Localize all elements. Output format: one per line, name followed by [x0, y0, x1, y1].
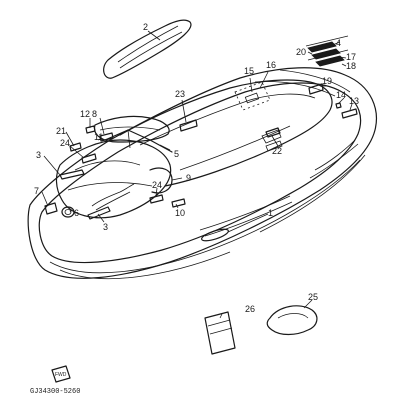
- callout-16: 16: [266, 60, 276, 70]
- hull-outline: [27, 67, 377, 280]
- callout-7: 7: [34, 186, 39, 196]
- callout-5: 5: [174, 149, 179, 159]
- callout-15: 15: [244, 66, 254, 76]
- callout-26: 26: [245, 304, 255, 314]
- callout-20: 20: [296, 47, 306, 57]
- callout-12: 12: [80, 109, 90, 119]
- callout-17: 17: [346, 52, 356, 62]
- fwd-label: FWD: [55, 372, 67, 378]
- callout-10: 10: [175, 208, 185, 218]
- part-26-panel: [204, 311, 236, 355]
- callout-11: 11: [94, 132, 103, 142]
- callout-14: 14: [336, 90, 346, 100]
- callout-1: 1: [268, 208, 273, 218]
- part-25-pad: [266, 305, 318, 336]
- callout-23: 23: [175, 89, 185, 99]
- callout-4: 4: [336, 38, 341, 48]
- callout-3-upper: 3: [36, 150, 41, 160]
- callout-3-lower: 3: [103, 222, 108, 232]
- hood-assembly: [44, 115, 173, 220]
- callout-24-lower: 24: [152, 180, 162, 190]
- callout-21: 21: [56, 126, 66, 136]
- callout-13: 13: [349, 96, 359, 106]
- callout-6: 6: [74, 208, 79, 218]
- callout-22: 22: [272, 146, 282, 156]
- decal-pieces: [69, 19, 358, 208]
- callout-18: 18: [346, 61, 356, 71]
- callout-2: 2: [143, 22, 148, 32]
- callout-labels: 2 4 20 17 18 15 16 19 13 14 23 22 12 8 1…: [34, 22, 359, 314]
- callout-8: 8: [92, 109, 97, 119]
- callout-19: 19: [322, 76, 332, 86]
- callout-9: 9: [186, 173, 191, 183]
- callout-25: 25: [308, 292, 318, 302]
- leader-lines: [41, 30, 353, 319]
- drawing-code: GJ34300-5260: [30, 388, 80, 396]
- fwd-icon: FWD: [51, 365, 71, 383]
- callout-24-upper: 24: [60, 138, 70, 148]
